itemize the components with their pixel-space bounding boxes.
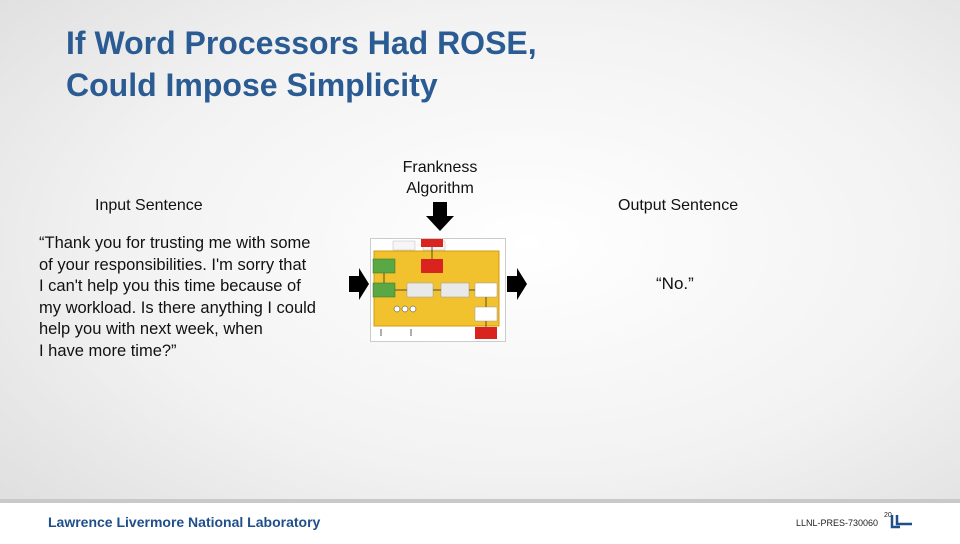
llnl-logo-icon [890,514,914,530]
right-arrow-input-icon [349,268,369,300]
input-sentence-label: Input Sentence [95,197,203,215]
rose-compiler-diagram [370,238,506,342]
footer-document-id: LLNL-PRES-730060 [796,518,878,528]
right-arrow-output-icon [507,268,527,300]
down-arrow-icon [425,202,455,232]
input-sentence-text: “Thank you for trusting me with some of … [39,233,349,363]
rose-diagram-image [371,239,505,341]
slide-title: If Word Processors Had ROSE, Could Impos… [66,22,766,106]
frankness-algorithm-label: Frankness Algorithm [380,157,500,199]
output-sentence-label: Output Sentence [618,197,738,215]
output-sentence-text: “No.” [656,274,694,294]
footer-organization: Lawrence Livermore National Laboratory [48,514,320,530]
